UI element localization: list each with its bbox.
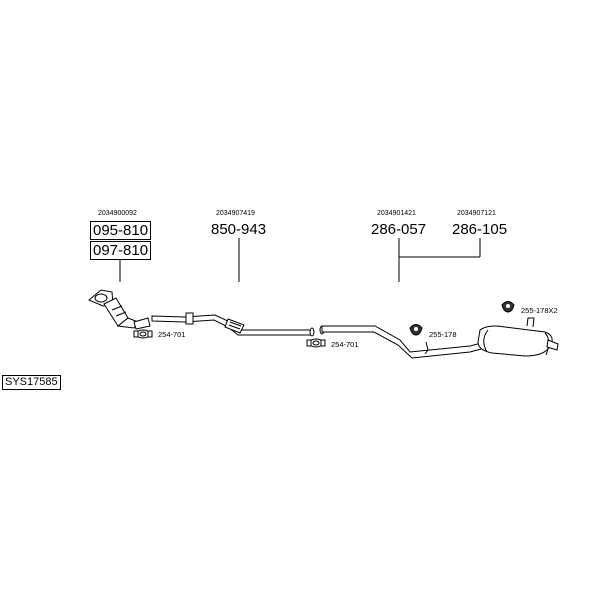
mount-label[interactable]: 255-178X2: [521, 306, 558, 315]
clamp-icon: [133, 329, 153, 339]
part-number-link[interactable]: 095-810: [90, 221, 152, 240]
catalyst-converter: [88, 289, 151, 330]
part-number-link[interactable]: 286-105: [452, 221, 508, 238]
rear-section: [319, 317, 559, 359]
rubber-mount-icon: [409, 324, 423, 336]
oem-number: 2034901421: [377, 210, 416, 217]
mount-label[interactable]: 255-178: [429, 330, 457, 339]
clamp-label[interactable]: 254-701: [158, 330, 186, 339]
rubber-mount-icon: [501, 301, 515, 313]
part-number-link[interactable]: 286-057: [371, 221, 427, 238]
oem-number: 2034907121: [457, 210, 496, 217]
system-code-label: SYS17585: [2, 375, 61, 390]
clamp-icon: [306, 338, 326, 348]
part-number-link[interactable]: 097-810: [90, 241, 152, 260]
part-number-link[interactable]: 850-943: [211, 221, 267, 238]
oem-number: 2034900092: [98, 210, 137, 217]
front-pipe: [151, 312, 315, 337]
clamp-label[interactable]: 254-701: [331, 340, 359, 349]
oem-number: 2034907419: [216, 210, 255, 217]
